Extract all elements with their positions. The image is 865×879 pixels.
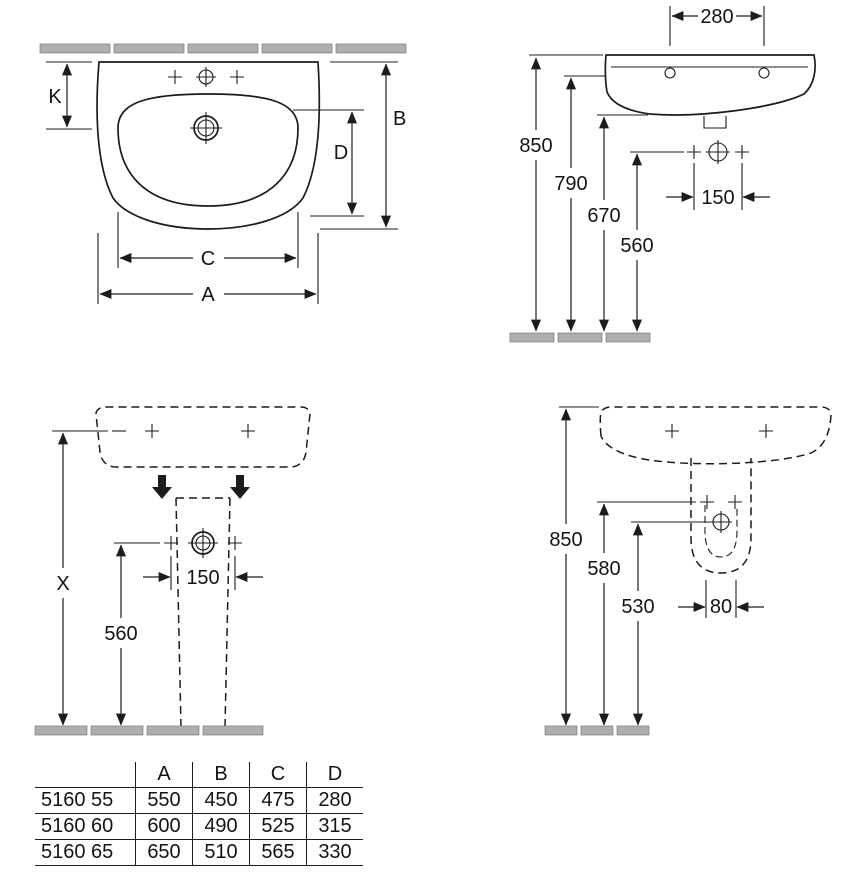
mount-arrow-left <box>152 475 172 499</box>
tap-hole-marks <box>168 67 244 87</box>
dim-label-670: 670 <box>587 205 620 227</box>
dim-label-k: K <box>48 86 62 108</box>
dim-label-530: 530 <box>621 596 654 618</box>
table-header-b: B <box>192 762 249 788</box>
table-cell: 600 <box>135 814 192 840</box>
view-side-semipedestal: 850 580 530 80 <box>544 406 832 736</box>
floor-section-hatch-right <box>544 725 650 736</box>
dim-label-x: X <box>56 573 69 595</box>
dim-150-pedestal: 150 <box>143 556 263 590</box>
floor-section-hatch-left <box>34 725 264 736</box>
dim-label-280: 280 <box>700 6 733 28</box>
dim-label-560-pedestal: 560 <box>104 623 137 645</box>
dim-label-790: 790 <box>554 173 587 195</box>
dim-530: 530 <box>621 521 710 726</box>
table-header-model <box>35 762 135 788</box>
dim-B: B <box>320 61 406 230</box>
table-cell: 490 <box>192 814 249 840</box>
table-cell: 280 <box>306 788 363 814</box>
basin-outline-dashed <box>95 406 311 468</box>
table-cell: 565 <box>249 840 306 866</box>
table-cell: 650 <box>135 840 192 866</box>
table-row-model: 5160 65 <box>35 840 135 866</box>
dimension-table: A B C D 5160 55 550 450 475 280 5160 60 … <box>35 762 363 866</box>
semipedestal-outline-dashed <box>690 458 752 574</box>
fixing-cross-left <box>145 424 159 438</box>
view-front-wall-hung: K B D C A <box>39 43 407 306</box>
dim-label-150: 150 <box>701 187 734 209</box>
view-side-wall-hung: 280 150 850 790 <box>509 6 816 343</box>
wall-section-hatch <box>39 43 407 54</box>
dim-560-pedestal: 560 <box>104 542 160 726</box>
dim-label-d: D <box>334 142 348 164</box>
fixing-cross-right <box>241 424 255 438</box>
fixing-cross-right <box>759 424 773 438</box>
table-cell: 550 <box>135 788 192 814</box>
dim-label-850: 850 <box>519 135 552 157</box>
dim-label-560: 560 <box>620 235 653 257</box>
dim-label-150-pedestal: 150 <box>186 567 219 589</box>
dim-C: C <box>117 212 299 270</box>
dim-790: 790 <box>554 75 606 332</box>
dim-label-c: C <box>201 248 215 270</box>
dim-850-right: 850 <box>549 406 599 726</box>
dim-150-wall: 150 <box>666 163 770 210</box>
table-cell: 525 <box>249 814 306 840</box>
dim-label-80: 80 <box>710 596 732 618</box>
table-cell: 510 <box>192 840 249 866</box>
table-cell: 330 <box>306 840 363 866</box>
table-header-d: D <box>306 762 363 788</box>
dim-label-b: B <box>393 108 406 130</box>
basin-outline <box>96 61 321 230</box>
dim-X: X <box>52 430 108 726</box>
basin-side-outline-dashed <box>599 406 832 465</box>
pedestal-outline-dashed <box>175 497 231 728</box>
dim-280: 280 <box>669 6 765 46</box>
table-header-c: C <box>249 762 306 788</box>
fixing-cross-left <box>665 424 679 438</box>
semipedestal-inner-dashed <box>704 505 738 558</box>
dim-560-wall: 560 <box>620 151 684 332</box>
table-cell: 450 <box>192 788 249 814</box>
table-header-a: A <box>135 762 192 788</box>
fixing-hole-right <box>758 67 770 79</box>
semipedestal-fixing-marks <box>700 495 742 533</box>
table-row-model: 5160 55 <box>35 788 135 814</box>
dim-label-580: 580 <box>587 558 620 580</box>
bowl-outline <box>117 93 299 207</box>
drain-tab <box>703 116 727 129</box>
dim-850: 850 <box>519 54 603 332</box>
dim-580: 580 <box>587 501 696 726</box>
dim-80: 80 <box>678 580 764 618</box>
pedestal-fixing-marks <box>164 528 242 558</box>
basin-side-outline <box>604 54 816 116</box>
dim-K: K <box>46 61 92 130</box>
dim-D: D <box>293 109 364 217</box>
table-cell: 315 <box>306 814 363 840</box>
dim-label-a: A <box>201 284 215 306</box>
dim-label-850-right: 850 <box>549 529 582 551</box>
floor-section-hatch <box>509 332 651 343</box>
mount-arrow-right <box>230 475 250 499</box>
view-front-pedestal: 150 X 560 <box>34 406 311 736</box>
table-cell: 475 <box>249 788 306 814</box>
dim-670: 670 <box>587 114 648 332</box>
wall-fixing-marks <box>687 140 749 164</box>
overflow-hole <box>190 112 222 144</box>
fixing-hole-left <box>664 67 676 79</box>
dim-A: A <box>97 233 319 306</box>
table-row-model: 5160 60 <box>35 814 135 840</box>
